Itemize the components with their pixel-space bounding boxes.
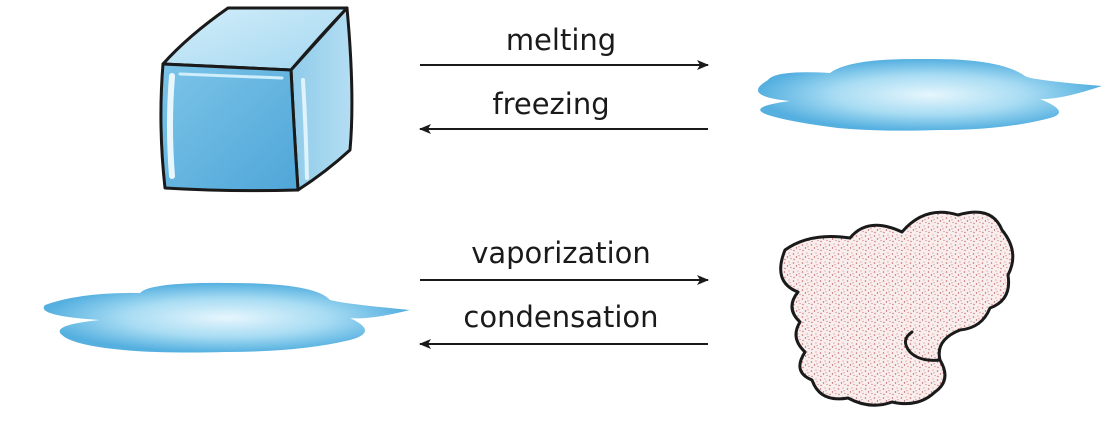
melting-label: melting: [505, 23, 617, 57]
ice-cube-highlight: [167, 73, 175, 179]
ice-cube-highlight-3: [301, 78, 309, 180]
ice-cube-front-face: [159, 62, 300, 193]
water-puddle-icon: [757, 58, 1102, 131]
freezing-label: freezing: [492, 87, 610, 121]
ice-cube-highlight-2: [178, 72, 284, 80]
gas-cloud-notch: [904, 330, 942, 362]
water-puddle-icon: [43, 282, 411, 353]
gas-cloud-icon: [779, 210, 1015, 407]
vaporization-label: vaporization: [471, 236, 651, 270]
water-puddle-shape: [43, 282, 411, 353]
condensation-label: condensation: [463, 300, 659, 334]
water-puddle-shape: [757, 58, 1102, 131]
gas-cloud-shape: [779, 210, 1015, 407]
ice-cube-icon: [159, 6, 354, 193]
